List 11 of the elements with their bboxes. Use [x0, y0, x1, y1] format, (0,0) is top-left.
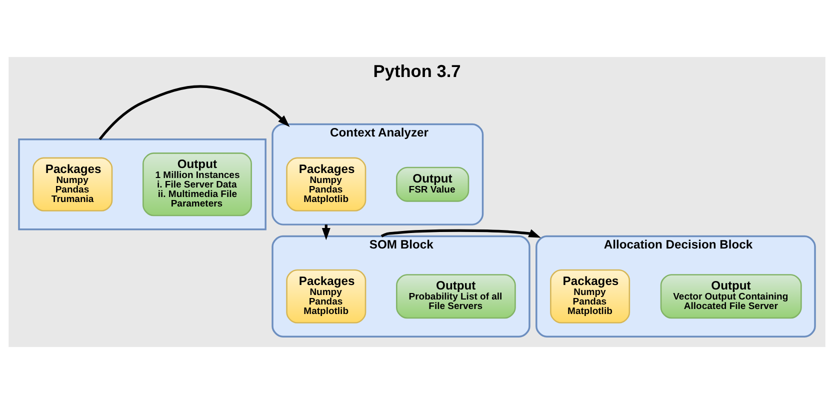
- node-box: Output Vector Output Containing Allocated File Server: [660, 274, 802, 318]
- node-box: Output 1 Million Instances i. File Server Data ii. Multimedia File Parameters: [142, 152, 252, 216]
- node-box: Packages Numpy Pandas Matplotlib: [286, 156, 366, 211]
- node-box: Packages Numpy Pandas Matplotlib: [286, 268, 366, 323]
- cluster: [18, 138, 266, 230]
- node-box: Packages Numpy Pandas Matplotlib: [550, 268, 630, 323]
- arrow: [98, 84, 290, 140]
- node-box: Packages Numpy Pandas Trumania: [32, 156, 113, 211]
- node-box: Output FSR Value: [396, 166, 470, 202]
- diagram-title: Python 3.7: [373, 60, 461, 80]
- node-box: Output Probability List of all File Servers: [396, 274, 516, 318]
